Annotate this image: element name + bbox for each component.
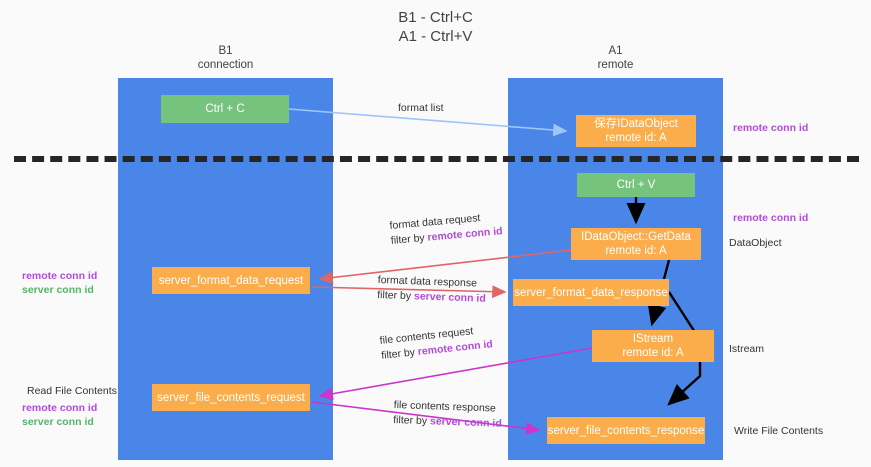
annotation-remote-conn-id: remote conn id <box>22 402 98 414</box>
swimlane-a1-subtitle: remote <box>597 59 634 71</box>
edge-label-format-list: format list <box>398 101 444 116</box>
node-istream-label: IStream <box>632 333 674 345</box>
filter-key: server conn id <box>429 415 502 430</box>
edge-label-file-contents-response: file contents response filter by server … <box>393 398 503 432</box>
annotation-remote-conn-id: remote conn id <box>22 270 98 282</box>
annotation-mid-left: remote conn id server conn id <box>22 269 97 297</box>
swimlane-header-a1: A1 remote <box>508 44 723 72</box>
node-server-file-contents-response[interactable]: server_file_contents_response <box>547 417 705 444</box>
node-istream-remote-id: remote id: A <box>622 347 684 359</box>
title-line-1: B1 - Ctrl+C <box>398 9 473 26</box>
swimlane-b1-subtitle: connection <box>197 59 254 71</box>
annotation-dataobject: DataObject <box>729 236 782 250</box>
edge-label-file-contents-response-filter: filter by server conn id <box>393 413 502 432</box>
annotation-istream: Istream <box>729 342 764 356</box>
node-idataobject-getdata-remote-id: remote id: A <box>605 245 667 257</box>
node-ctrl-c[interactable]: Ctrl + C <box>161 95 289 123</box>
edge-label-format-data-response: format data response filter by server co… <box>377 273 487 307</box>
swimlane-a1-name: A1 <box>608 45 623 57</box>
annotation-write-file-contents: Write File Contents <box>734 424 823 438</box>
swimlane-header-b1: B1 connection <box>118 44 333 72</box>
node-server-format-data-request-label: server_format_data_request <box>158 274 304 287</box>
swimlane-b1-name: B1 <box>218 45 233 57</box>
node-server-file-contents-response-label: server_file_contents_response <box>547 424 705 437</box>
filter-prefix: filter by <box>380 346 419 362</box>
edge-label-format-data-request: format data request filter by remote con… <box>389 209 503 249</box>
node-save-idataobject[interactable]: 保存IDataObject remote id: A <box>576 115 696 147</box>
annotation-remote-conn-id: remote conn id <box>733 122 809 134</box>
node-ctrl-c-label: Ctrl + C <box>205 103 245 115</box>
edge-label-format-data-response-filter: filter by server conn id <box>377 288 486 307</box>
filter-key: server conn id <box>413 290 486 305</box>
node-idataobject-getdata[interactable]: IDataObject::GetData remote id: A <box>571 228 701 260</box>
node-server-file-contents-request[interactable]: server_file_contents_request <box>152 384 310 411</box>
annotation-dataobject-text: DataObject <box>729 237 782 249</box>
edge-label-file-contents-response-text: file contents response <box>393 398 497 415</box>
filter-prefix: filter by <box>377 288 415 303</box>
node-ctrl-v[interactable]: Ctrl + V <box>577 173 695 197</box>
annotation-write-file-contents-text: Write File Contents <box>734 425 824 437</box>
node-server-file-contents-request-label: server_file_contents_request <box>157 391 305 404</box>
annotation-top-right: remote conn id <box>733 121 808 135</box>
filter-key: remote conn id <box>427 225 504 244</box>
filter-prefix: filter by <box>390 231 429 247</box>
annotation-read-file-contents-text: Read File Contents <box>27 385 117 397</box>
node-save-idataobject-label: 保存IDataObject <box>594 118 678 130</box>
node-server-format-data-response[interactable]: server_format_data_response <box>513 279 669 306</box>
title-line-2: A1 - Ctrl+V <box>398 28 473 45</box>
node-ctrl-v-label: Ctrl + V <box>616 179 656 191</box>
edge-label-file-contents-request: file contents request filter by remote c… <box>379 322 494 364</box>
filter-prefix: filter by <box>393 413 431 428</box>
annotation-server-conn-id: server conn id <box>22 284 94 296</box>
annotation-bottom-left: remote conn id server conn id <box>22 401 97 429</box>
node-server-format-data-response-label: server_format_data_response <box>514 286 668 299</box>
node-idataobject-getdata-label: IDataObject::GetData <box>581 231 691 243</box>
annotation-read-file-contents: Read File Contents <box>27 384 117 398</box>
node-server-format-data-request[interactable]: server_format_data_request <box>152 267 310 294</box>
page-title: B1 - Ctrl+C A1 - Ctrl+V <box>0 8 871 46</box>
node-istream[interactable]: IStream remote id: A <box>592 330 714 362</box>
annotation-server-conn-id: server conn id <box>22 416 94 428</box>
annotation-istream-text: Istream <box>729 343 765 355</box>
edge-label-format-data-response-text: format data response <box>377 273 478 290</box>
annotation-mid-right: remote conn id <box>733 211 808 225</box>
edge-label-format-list-text: format list <box>398 102 444 114</box>
node-save-idataobject-remote-id: remote id: A <box>605 132 667 144</box>
phase-divider <box>14 156 859 162</box>
annotation-remote-conn-id: remote conn id <box>733 212 809 224</box>
